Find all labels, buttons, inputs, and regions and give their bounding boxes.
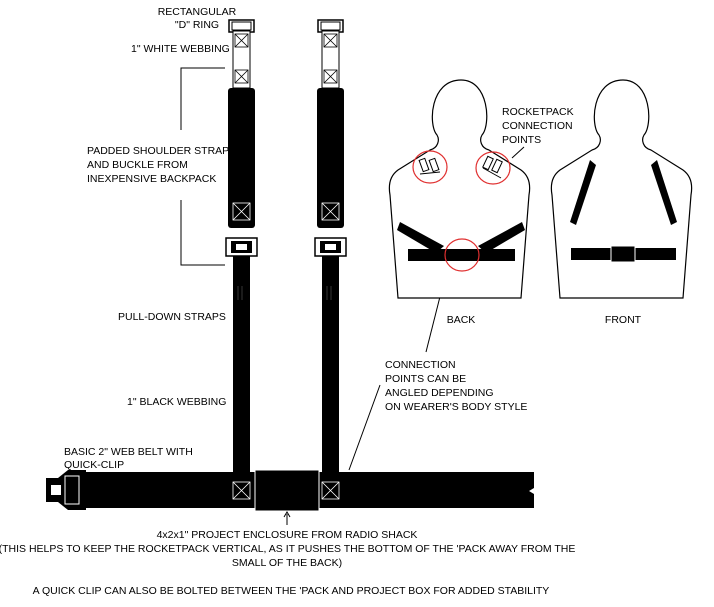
label-front: FRONT (605, 314, 642, 326)
padded-strap-right (317, 88, 344, 228)
label-enclosure-3: SMALL OF THE BACK) (232, 557, 342, 569)
highlight-circle-left (412, 150, 448, 184)
label-connection-3: ANGLED DEPENDING (385, 387, 494, 399)
label-quick-clip-note: A QUICK CLIP CAN ALSO BE BOLTED BETWEEN … (33, 585, 550, 597)
label-padded-1: PADDED SHOULDER STRAP (87, 145, 229, 157)
label-rocketpack-1: ROCKETPACK (502, 106, 574, 118)
quick-clip (46, 470, 86, 510)
label-web-belt-1: BASIC 2" WEB BELT WITH (64, 446, 193, 458)
white-webbing-right (321, 30, 340, 89)
label-padded-3: INEXPENSIVE BACKPACK (87, 173, 216, 185)
label-rocketpack-2: CONNECTION (502, 120, 573, 132)
label-d-ring-1: RECTANGULAR (158, 6, 237, 18)
harness (46, 19, 534, 512)
label-enclosure-2: (THIS HELPS TO KEEP THE ROCKETPACK VERTI… (0, 543, 575, 555)
label-rocketpack-3: POINTS (502, 134, 541, 146)
label-connection-1: CONNECTION (385, 359, 456, 371)
buckle-right (314, 237, 347, 257)
label-connection-2: POINTS CAN BE (385, 373, 466, 385)
highlight-circle-belt (444, 238, 480, 272)
label-d-ring-2: "D" RING (175, 19, 219, 31)
labels: RECTANGULAR "D" RING 1" WHITE WEBBING PA… (0, 6, 642, 597)
label-white-webbing: 1" WHITE WEBBING (131, 43, 230, 55)
connection-point-right (482, 155, 503, 179)
black-webbing-right (322, 256, 339, 474)
black-webbing-left (233, 256, 250, 474)
label-web-belt-2: QUICK-CLIP (64, 459, 124, 471)
padded-strap-left (228, 88, 255, 228)
highlight-circle-right (475, 151, 511, 185)
project-enclosure (254, 469, 320, 512)
callout-lines (180, 67, 525, 525)
label-connection-4: ON WEARER'S BODY STYLE (385, 401, 527, 413)
d-ring-left (228, 19, 255, 33)
buckle-left (225, 237, 258, 257)
figure-front (550, 79, 693, 299)
label-enclosure-1: 4x2x1" PROJECT ENCLOSURE FROM RADIO SHAC… (157, 529, 418, 541)
label-black-webbing: 1" BLACK WEBBING (127, 396, 226, 408)
connection-point-left (418, 157, 441, 175)
label-padded-2: AND BUCKLE FROM (87, 159, 188, 171)
label-back: BACK (447, 314, 476, 326)
d-ring-right (317, 19, 344, 33)
white-webbing-left (232, 30, 251, 89)
label-pull-down: PULL-DOWN STRAPS (118, 311, 226, 323)
figure-back (388, 79, 531, 299)
